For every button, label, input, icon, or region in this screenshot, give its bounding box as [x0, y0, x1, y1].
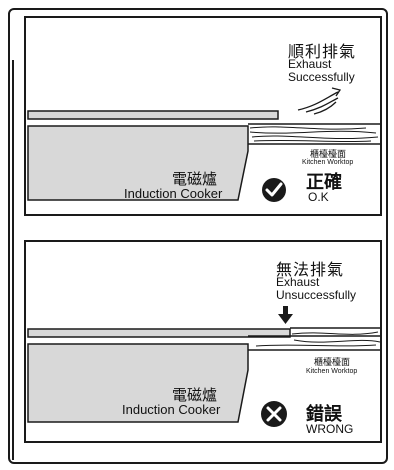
worktop-label-zh: 櫃檯檯面 — [314, 358, 351, 368]
exhaust-status-zh: 順利排氣 — [288, 42, 357, 61]
worktop-slab — [248, 327, 380, 351]
frame-side-line — [12, 60, 14, 460]
cooker-top-plate — [27, 110, 279, 120]
cooker-body — [27, 343, 249, 423]
status-label-zh: 正確 — [306, 172, 342, 193]
status-label-en: O.K — [308, 190, 329, 204]
panel-correct-installation: 順利排氣 Exhaust Successfully 櫃檯檯面 Kitchen W… — [24, 16, 382, 216]
exhaust-swirl-icon — [297, 87, 342, 115]
worktop-slab — [248, 123, 380, 145]
cooker-label-zh: 電磁爐 — [172, 386, 218, 404]
exhaust-status-en-line1: Exhaust — [276, 275, 320, 289]
exhaust-status-en-line2: Unsuccessfully — [276, 288, 357, 302]
blocked-arrow-icon — [278, 306, 293, 324]
worktop-label-en: Kitchen Worktop — [302, 159, 354, 166]
worktop-label-zh: 櫃檯檯面 — [310, 150, 347, 160]
panel-wrong-installation: 無法排氣 Exhaust Unsuccessfully 櫃檯檯面 Kitchen… — [24, 240, 382, 443]
exhaust-status-zh: 無法排氣 — [276, 260, 345, 279]
cooker-label-zh: 電磁爐 — [172, 170, 218, 188]
worktop-label-en: Kitchen Worktop — [306, 368, 358, 375]
status-label-en: WRONG — [306, 422, 354, 436]
cooker-label-en: Induction Cooker — [124, 186, 223, 201]
cooker-body — [27, 125, 249, 201]
outer-frame — [8, 8, 388, 464]
cooker-label-en: Induction Cooker — [122, 402, 221, 417]
correct-installation-drawing — [27, 87, 380, 202]
x-circle-icon — [261, 401, 287, 427]
status-label-zh: 錯誤 — [306, 404, 342, 425]
exhaust-status-en-line1: Exhaust — [288, 57, 332, 71]
check-circle-icon — [262, 178, 286, 202]
exhaust-status-en-line2: Successfully — [288, 70, 355, 84]
wrong-installation-drawing — [27, 306, 380, 427]
